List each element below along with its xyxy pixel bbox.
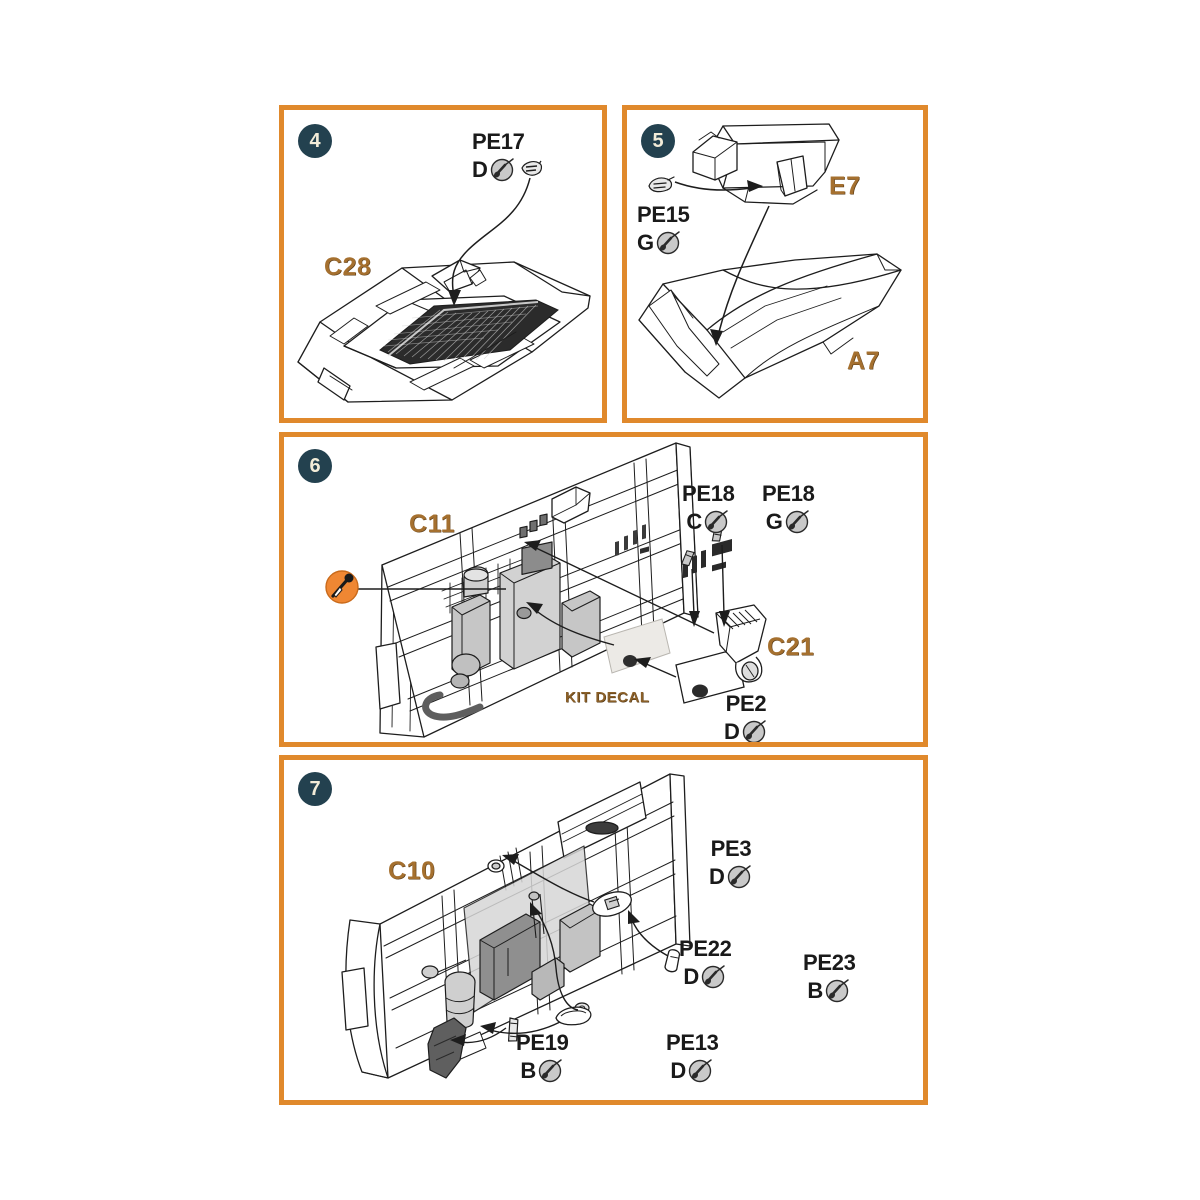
pe-callout-pe23: PE23 B — [803, 952, 856, 1004]
panel-6-content: 6 C11 C21 PE18 C — [284, 437, 923, 742]
pe-letter: B — [807, 977, 824, 1003]
pe-glue-row: B — [516, 1057, 569, 1084]
part-label-c11: C11 — [409, 510, 455, 538]
pe-callout-pe3: PE3 D — [709, 838, 753, 890]
pe-glue-row: D — [709, 863, 753, 890]
pe-letter: D — [724, 718, 740, 742]
pe-glue-row: G — [762, 508, 815, 535]
part-label-e7: E7 — [829, 172, 861, 200]
pe-code: PE2 — [725, 691, 767, 716]
pe-glue-row: D — [472, 156, 525, 183]
pe-letter: D — [709, 863, 725, 889]
pe-code: PE18 — [762, 481, 815, 506]
pe-letter: B — [520, 1057, 537, 1083]
pe-code: PE3 — [710, 836, 752, 861]
panel-7-content: 7 C10 PE3 D PE22 — [284, 760, 923, 1100]
glue-applicator-icon — [537, 1057, 564, 1084]
part-label-c10: C10 — [388, 857, 436, 885]
cut-tool-icon — [324, 569, 360, 605]
kit-decal-label: KIT DECAL — [565, 689, 650, 706]
pe-code: PE18 — [682, 481, 735, 506]
step-panel-6: 6 C11 C21 PE18 C — [279, 432, 928, 747]
glue-applicator-icon — [687, 1057, 714, 1084]
panel-5-content: 5 E7 A7 PE15 G — [627, 110, 923, 418]
glue-applicator-icon — [655, 229, 682, 256]
pe-glue-row: C — [682, 508, 735, 535]
part-label-a7: A7 — [847, 347, 880, 375]
step-panel-5: 5 E7 A7 PE15 G — [622, 105, 928, 423]
pe-letter: G — [637, 229, 655, 255]
pe-callout-pe19: PE19 B — [516, 1032, 569, 1084]
pe-glue-row: D — [679, 963, 732, 990]
pe-code: PE19 — [516, 1030, 569, 1055]
panel-4-content: 4 C28 PE17 D — [284, 110, 602, 418]
step-number-badge: 7 — [298, 772, 332, 806]
pe-code: PE23 — [803, 950, 856, 975]
pe-glue-row: B — [803, 977, 856, 1004]
pe-letter: D — [670, 1057, 687, 1083]
pe-code: PE15 — [637, 202, 690, 227]
panel-7-artwork — [341, 773, 691, 1079]
step-number-badge: 4 — [298, 124, 332, 158]
pe-code: PE17 — [472, 129, 525, 154]
step-number-badge: 5 — [641, 124, 675, 158]
glue-applicator-icon — [489, 156, 516, 183]
pe-callout-pe2: PE2 D — [724, 693, 768, 742]
step-number-badge: 6 — [298, 449, 332, 483]
glue-applicator-icon — [741, 718, 768, 742]
pe-callout-pe18-c: PE18 C — [682, 483, 735, 535]
pe-callout-pe15: PE15 G — [637, 204, 690, 256]
glue-applicator-icon — [824, 977, 851, 1004]
pe-code: PE22 — [679, 936, 732, 961]
pe-letter: D — [472, 156, 488, 182]
pe-letter: G — [765, 508, 783, 534]
glue-applicator-icon — [784, 508, 811, 535]
pe-callout-pe18-g: PE18 G — [762, 483, 815, 535]
glue-applicator-icon — [726, 863, 753, 890]
glue-applicator-icon — [700, 963, 727, 990]
part-label-c21: C21 — [767, 633, 815, 661]
pe-glue-row: G — [637, 229, 690, 256]
pe-letter: C — [686, 508, 703, 534]
pe-letter: D — [683, 963, 700, 989]
step-panel-4: 4 C28 PE17 D — [279, 105, 607, 423]
step-panel-7: 7 C10 PE3 D PE22 — [279, 755, 928, 1105]
pe-callout-pe22: PE22 D — [679, 938, 732, 990]
pe-glue-row: D — [724, 718, 768, 742]
pe-callout-pe13: PE13 D — [666, 1032, 719, 1084]
pe-glue-row: D — [666, 1057, 719, 1084]
part-label-c28: C28 — [324, 253, 372, 281]
pe-callout-pe17: PE17 D — [472, 131, 525, 183]
glue-applicator-icon — [703, 508, 730, 535]
pe-code: PE13 — [666, 1030, 719, 1055]
